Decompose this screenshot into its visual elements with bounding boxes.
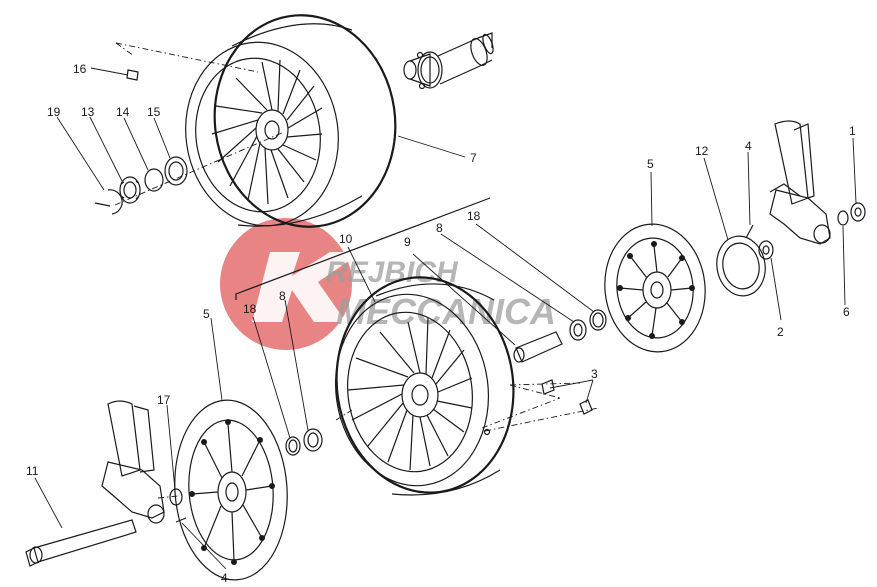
spacer-2-icon (758, 240, 774, 260)
part-number-18-top: 18 (467, 209, 481, 223)
rear-small-parts (94, 69, 188, 215)
part-number-14: 14 (116, 105, 130, 119)
leader-lines (34, 67, 857, 570)
rear-wheel-icon (185, 14, 397, 228)
screw-4-icon (745, 224, 754, 239)
washer-14-icon (144, 168, 164, 192)
part-number-13: 13 (81, 105, 95, 119)
watermark-k-mark (252, 252, 362, 322)
part-number-5-right: 5 (647, 157, 654, 171)
screw-4-left-icon (175, 517, 187, 523)
part-number-19: 19 (47, 105, 61, 119)
part-number-3: 3 (591, 367, 598, 381)
screw-16-icon (126, 69, 139, 81)
axle-icon (403, 32, 494, 90)
spacer-9-icon (515, 331, 563, 363)
part-number-4-bottom: 4 (221, 571, 228, 585)
part-number-10: 10 (339, 232, 353, 246)
fork-leg-icon (101, 400, 165, 524)
washer-6-icon (837, 210, 849, 226)
axle-icon (25, 519, 137, 567)
front-wheel-icon (334, 276, 515, 496)
part-number-18-left: 18 (243, 302, 257, 316)
part-number-11: 11 (26, 464, 39, 478)
part-number-15: 15 (147, 105, 161, 119)
bolts-3-icon (541, 379, 593, 415)
spacer-17-icon (169, 488, 183, 506)
brake-disc-icon (604, 223, 706, 353)
seal-18-icon (589, 309, 607, 331)
phonic-wheel-12-icon (716, 235, 766, 297)
part-number-1: 1 (849, 124, 856, 138)
fork-leg-icon (769, 120, 831, 245)
part-number-8-top: 8 (436, 221, 443, 235)
part-number-9: 9 (404, 235, 411, 249)
part-number-7: 7 (470, 151, 477, 165)
part-number-4-top: 4 (745, 139, 752, 153)
circlip-19-icon (107, 189, 123, 215)
brake-disc-icon (174, 399, 288, 581)
bearings-center (513, 309, 607, 363)
part-number-12: 12 (695, 144, 709, 158)
part-number-6: 6 (843, 305, 850, 319)
part-number-5-left: 5 (203, 307, 210, 321)
part-number-2: 2 (777, 325, 784, 339)
ring-nut-13-icon (119, 176, 141, 204)
bearing-15-icon (164, 156, 188, 186)
part-number-17: 17 (157, 393, 171, 407)
part-number-labels: 1 2 3 4 4 5 5 6 7 8 8 9 10 11 12 13 14 1… (26, 62, 856, 585)
front-bearings (285, 428, 323, 456)
axle-nut-1-icon (850, 202, 866, 222)
part-number-16: 16 (73, 62, 87, 76)
part-number-8-left: 8 (279, 289, 286, 303)
bearing-8-icon (569, 319, 587, 341)
